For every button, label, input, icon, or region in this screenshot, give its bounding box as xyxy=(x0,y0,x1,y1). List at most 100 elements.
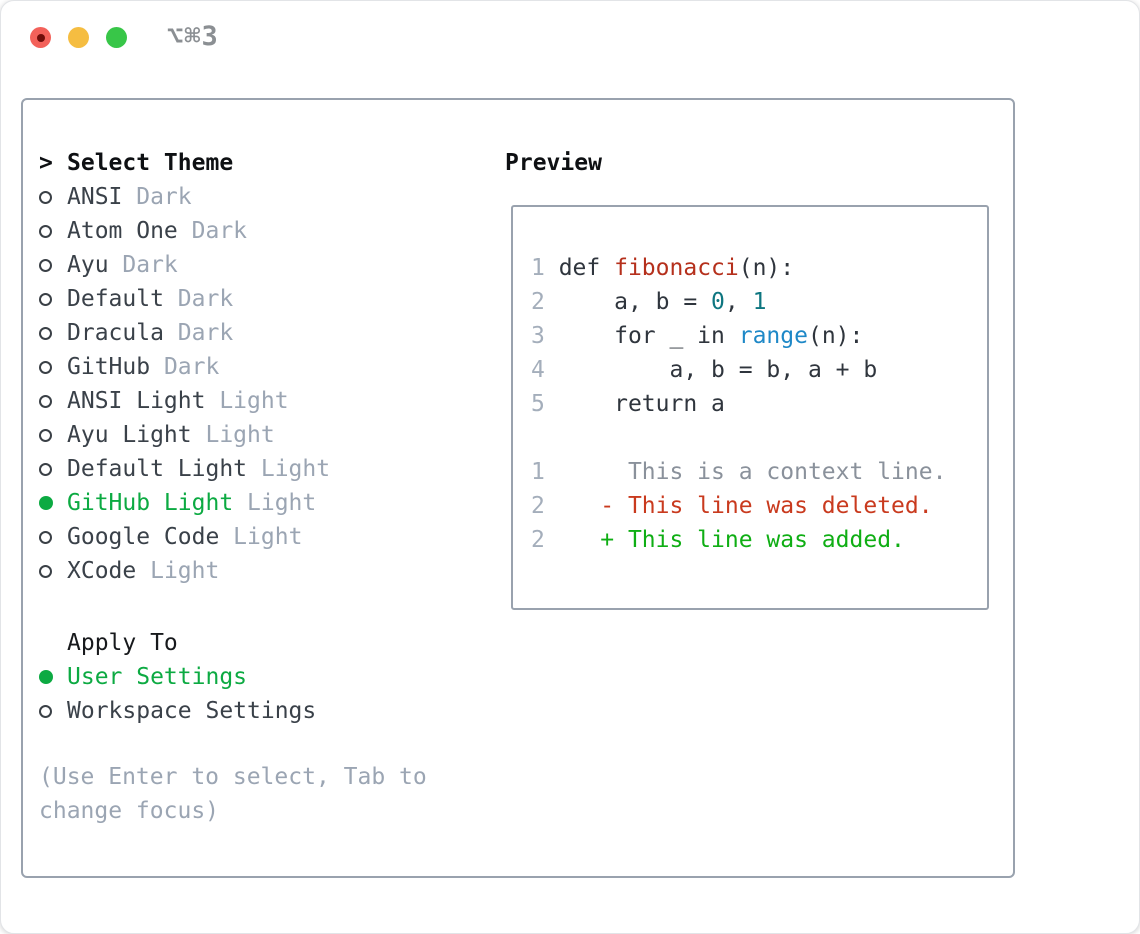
zoom-button[interactable] xyxy=(106,27,127,48)
code-segment-deleted: - This line was deleted. xyxy=(544,493,933,519)
line-number: 2 xyxy=(531,527,545,553)
radio-icon xyxy=(39,180,67,214)
theme-menu-heading: Select Theme xyxy=(67,150,234,176)
theme-variant-tag: Dark xyxy=(150,354,220,380)
radio-icon xyxy=(39,452,67,486)
close-dot-icon xyxy=(36,33,45,42)
theme-variant-tag: Light xyxy=(136,558,220,584)
radio-icon xyxy=(39,694,67,728)
code-line: 2 - This line was deleted. xyxy=(531,489,987,523)
apply-option-workspace-settings[interactable]: Workspace Settings xyxy=(39,694,484,728)
code-line: 4 a, b = b, a + b xyxy=(531,353,987,387)
theme-option-label: Ayu xyxy=(67,252,109,278)
theme-option-github-light[interactable]: GitHub Light Light xyxy=(39,486,484,520)
apply-option-user-settings[interactable]: User Settings xyxy=(39,660,484,694)
code-segment-fg: (n): xyxy=(738,255,795,281)
theme-variant-tag: Light xyxy=(219,524,303,550)
code-line: 1 This is a context line. xyxy=(531,455,987,489)
code-segment-fg: def xyxy=(544,255,615,281)
theme-option-ayu-light[interactable]: Ayu Light Light xyxy=(39,418,484,452)
theme-variant-tag: Dark xyxy=(108,252,178,278)
code-line: 3 for _ in range(n): xyxy=(531,319,987,353)
help-text: (Use Enter to select, Tab to change focu… xyxy=(39,764,427,824)
minimize-button[interactable] xyxy=(68,27,89,48)
code-segment-fg: a, b = xyxy=(544,289,712,315)
theme-option-label: GitHub xyxy=(67,354,151,380)
theme-option-label: Dracula xyxy=(67,320,164,346)
theme-option-dracula[interactable]: Dracula Dark xyxy=(39,316,484,350)
radio-icon xyxy=(39,418,67,452)
radio-icon xyxy=(39,282,67,316)
code-segment-number: 0 xyxy=(711,289,725,315)
code-line xyxy=(531,421,987,455)
radio-icon xyxy=(39,384,67,418)
theme-option-label: ANSI Light xyxy=(67,388,206,414)
code-segment-number: 1 xyxy=(752,289,767,315)
line-number: 1 xyxy=(531,255,545,281)
line-number: 1 xyxy=(531,459,545,485)
line-number: 5 xyxy=(531,391,545,417)
theme-variant-tag: Light xyxy=(205,388,289,414)
apply-to-heading: Apply To xyxy=(67,630,178,656)
apply-to-heading-row: Apply To xyxy=(39,626,484,660)
theme-option-label: XCode xyxy=(67,558,137,584)
theme-option-ansi[interactable]: ANSI Dark xyxy=(39,180,484,214)
theme-variant-tag: Dark xyxy=(163,286,234,312)
theme-variant-tag: Dark xyxy=(122,184,192,210)
selected-radio-icon xyxy=(39,486,67,520)
titlebar: ⌥⌘3 xyxy=(1,1,1139,75)
code-segment-fg: , xyxy=(724,289,753,315)
theme-menu-heading-row: >Select Theme xyxy=(39,146,484,180)
line-number: 4 xyxy=(531,357,545,383)
theme-option-google-code[interactable]: Google Code Light xyxy=(39,520,484,554)
theme-option-label: ANSI xyxy=(67,184,123,210)
theme-variant-tag: Dark xyxy=(177,218,248,244)
code-segment-context: This is a context line. xyxy=(544,459,947,485)
code-segment-fg: a, b = b, a + b xyxy=(544,357,878,383)
selected-radio-icon xyxy=(39,660,67,694)
radio-icon xyxy=(39,316,67,350)
theme-option-ansi-light[interactable]: ANSI Light Light xyxy=(39,384,484,418)
code-line: 1 def fibonacci(n): xyxy=(531,251,987,285)
line-number: 2 xyxy=(531,493,545,519)
code-line: 2 a, b = 0, 1 xyxy=(531,285,987,319)
theme-option-label: Google Code xyxy=(67,524,220,550)
theme-variant-tag: Light xyxy=(233,490,317,516)
theme-variant-tag: Dark xyxy=(163,320,234,346)
radio-icon xyxy=(39,554,67,588)
code-line: 2 + This line was added. xyxy=(531,523,987,557)
line-number: 3 xyxy=(531,323,545,349)
radio-icon xyxy=(39,248,67,282)
code-segment-func: fibonacci xyxy=(614,255,739,281)
code-segment-fg: (n): xyxy=(807,323,864,349)
theme-option-default[interactable]: Default Dark xyxy=(39,282,484,316)
radio-icon xyxy=(39,350,67,384)
apply-heading-spacer xyxy=(39,626,67,660)
line-number: 2 xyxy=(531,289,545,315)
code-segment-added: + This line was added. xyxy=(544,527,905,553)
theme-option-label: Default Light xyxy=(67,456,248,482)
theme-option-ayu[interactable]: Ayu Dark xyxy=(39,248,484,282)
code-segment-fg: return a xyxy=(544,391,725,417)
traffic-lights xyxy=(30,27,127,48)
theme-option-xcode[interactable]: XCode Light xyxy=(39,554,484,588)
radio-icon xyxy=(39,520,67,554)
theme-option-github[interactable]: GitHub Dark xyxy=(39,350,484,384)
close-button[interactable] xyxy=(30,27,51,48)
code-segment-fg: for _ in xyxy=(544,323,739,349)
radio-icon xyxy=(39,214,67,248)
theme-variant-tag: Light xyxy=(247,456,331,482)
theme-option-atom-one[interactable]: Atom One Dark xyxy=(39,214,484,248)
theme-option-default-light[interactable]: Default Light Light xyxy=(39,452,484,486)
code-line: 5 return a xyxy=(531,387,987,421)
theme-option-label: GitHub Light xyxy=(67,490,234,516)
theme-option-label: Atom One xyxy=(67,218,178,244)
